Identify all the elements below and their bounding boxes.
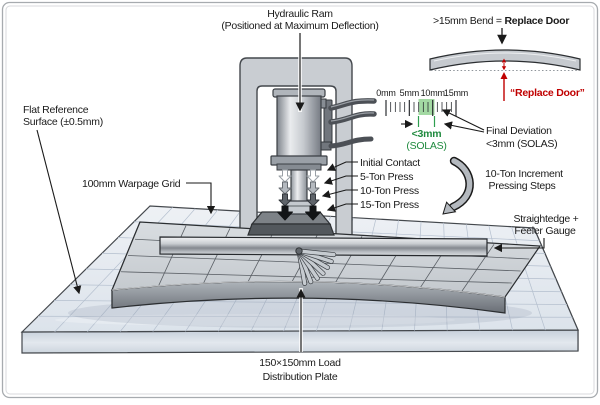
ruler-label-15mm: 15mm xyxy=(444,88,468,98)
bend-depth-arrow-up xyxy=(501,58,507,63)
bend-rule-text: >15mm Bend = Replace Door xyxy=(433,15,569,27)
increment-arrow-icon xyxy=(450,158,473,210)
stage-5ton-arrows xyxy=(278,181,320,195)
label-replace-door: “Replace Door” xyxy=(510,87,585,99)
increment-arrowhead xyxy=(442,201,457,215)
hose-1-highlight xyxy=(330,99,375,108)
replace-door-arrowhead xyxy=(500,72,508,79)
bend-rule-bold: Replace Door xyxy=(504,15,569,27)
label-5ton-press: 5-Ton Press xyxy=(360,171,413,183)
label-increment-line2: Pressing Steps xyxy=(488,180,555,192)
ruler-label-5mm: 5mm xyxy=(400,88,419,98)
label-flat-reference-line1: Flat Reference xyxy=(23,104,89,116)
bend-rule-prefix: >15mm Bend = xyxy=(433,15,504,27)
outer-border xyxy=(1,1,599,399)
surface-sheen xyxy=(55,314,455,326)
label-10ton-press: 10-Ton Press xyxy=(360,185,419,197)
flange-step xyxy=(276,163,322,171)
leader-flat-reference xyxy=(36,129,82,295)
feeler-gauge-fan xyxy=(295,247,337,286)
bend-depth-marker xyxy=(501,58,507,71)
piston-rod xyxy=(290,169,308,204)
label-final-deviation-line2: <3mm (SOLAS) xyxy=(486,138,557,150)
bent-door-inset: >15mm Bend = Replace Door “Replace Door” xyxy=(429,15,585,101)
hydraulic-hose-3 xyxy=(328,136,374,149)
load-distribution-plate xyxy=(247,211,335,236)
ruler-label-10mm: 10mm xyxy=(421,88,445,98)
bent-door-highlight xyxy=(433,52,577,62)
label-tolerance-line2: (SOLAS) xyxy=(406,140,446,152)
ruler-green-zone xyxy=(418,99,435,115)
label-straightedge-line2: Feeler Gauge xyxy=(514,225,576,237)
label-initial-contact: Initial Contact xyxy=(360,157,420,169)
hose-2-highlight xyxy=(330,112,375,122)
stage-15ton-arrows xyxy=(277,205,321,221)
initial-contact-arrow-icon xyxy=(306,169,320,183)
load-plate-front xyxy=(247,223,335,236)
label-load-plate-line2: Distribution Plate xyxy=(263,371,338,383)
final-deviation-arrow-1 xyxy=(441,109,485,131)
initial-contact-arrow-icon xyxy=(278,169,292,183)
label-hydraulic-ram-line2: (Positioned at Maximum Deflection) xyxy=(221,20,378,32)
five-ton-arrow-icon xyxy=(278,181,292,195)
leader-10ton xyxy=(321,189,358,199)
bend-depth-line xyxy=(503,63,505,67)
stage-10ton-arrows xyxy=(278,193,320,207)
press-stage-arrows xyxy=(277,169,321,221)
leader-straightedge xyxy=(493,238,545,253)
straightedge-bar xyxy=(159,236,488,257)
final-deviation-arrow-2 xyxy=(443,121,485,133)
bend-depth-arrow-down xyxy=(501,66,507,71)
feeler-pivot xyxy=(295,247,303,255)
fifteen-ton-arrow-icon xyxy=(277,205,293,221)
leader-5ton xyxy=(323,175,358,185)
label-15ton-press: 15-Ton Press xyxy=(360,199,419,211)
ten-ton-arrow-icon xyxy=(306,193,320,207)
label-flat-reference-line2: Surface (±0.5mm) xyxy=(23,116,103,128)
leader-initial-contact xyxy=(326,161,358,171)
callouts: Hydraulic Ram (Positioned at Maximum Def… xyxy=(23,8,579,383)
label-increment-line1: 10-Ton Increment xyxy=(485,168,563,180)
inner-border xyxy=(5,5,595,395)
ruler-ticks xyxy=(385,100,457,116)
stage-initial-contact-arrows xyxy=(278,169,320,183)
ruler-label-0mm: 0mm xyxy=(376,88,395,98)
five-ton-arrow-icon xyxy=(306,181,320,195)
label-load-plate-line1: 150×150mm Load xyxy=(259,357,341,369)
ten-ton-arrow-icon xyxy=(278,193,292,207)
leader-15ton xyxy=(326,203,358,212)
leader-warpage-grid xyxy=(186,182,216,215)
hydraulic-hose-1 xyxy=(328,98,377,111)
label-warpage-grid: 100mm Warpage Grid xyxy=(82,178,181,190)
label-straightedge-line1: Straightedge + xyxy=(513,213,578,225)
label-final-deviation-line1: Final Deviation xyxy=(486,125,552,137)
label-hydraulic-ram-line1: Hydraulic Ram xyxy=(267,8,333,20)
fifteen-ton-arrow-icon xyxy=(305,205,321,221)
hydraulic-hose-2 xyxy=(328,111,377,125)
deviation-ruler: 0mm 5mm 10mm 15mm <3mm (SOLAS) Final Dev… xyxy=(376,88,557,152)
label-tolerance-line1: <3mm xyxy=(412,128,442,140)
